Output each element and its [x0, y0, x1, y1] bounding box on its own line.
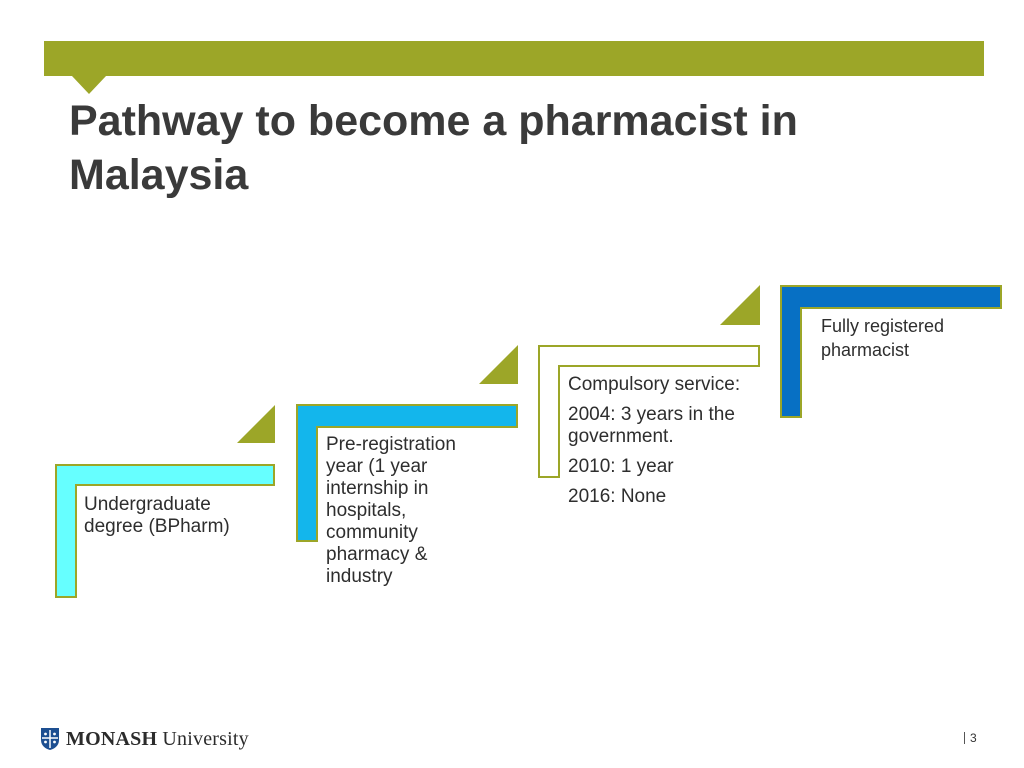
step-text-fully-registered: Fully registered pharmacist — [821, 314, 986, 362]
step-line: 2010: 1 year — [568, 456, 674, 477]
logo-text-regular: University — [157, 727, 249, 750]
monash-crest-icon — [41, 728, 59, 750]
step-arrow-triangle — [720, 285, 760, 325]
step-arrow-triangle — [479, 345, 518, 384]
step-arrow-triangle — [237, 405, 275, 443]
step-text-preregistration: Pre-registration year (1 year internship… — [326, 434, 488, 588]
step-bar-top — [296, 404, 518, 428]
slide-title: Pathway to become a pharmacist in Malays… — [69, 97, 798, 199]
step-bar-side — [296, 426, 318, 542]
monash-logo-text: MONASH University — [66, 728, 249, 751]
step-line: Undergraduate degree (BPharm) — [84, 494, 230, 537]
monash-logo: MONASH University — [40, 724, 249, 754]
step-line: Fully registered pharmacist — [821, 316, 945, 360]
step-bar-top — [780, 285, 1002, 309]
step-bar-side — [55, 484, 77, 598]
step-line: 2016: None — [568, 486, 667, 507]
header-banner — [44, 41, 984, 76]
step-line: Compulsory service: — [568, 374, 741, 395]
step-bar-side — [780, 307, 802, 418]
step-bar-side — [538, 365, 560, 478]
logo-text-bold: MONASH — [66, 727, 158, 750]
step-text-undergraduate: Undergraduate degree (BPharm) — [84, 494, 269, 538]
banner-notch — [72, 76, 106, 94]
step-text-compulsory-service: Compulsory service: 2004: 3 years in the… — [568, 374, 748, 508]
step-bar-top — [55, 464, 275, 486]
step-line: Pre-registration year (1 year internship… — [326, 434, 456, 587]
page-number: 3 — [964, 731, 977, 745]
step-bar-top — [538, 345, 760, 367]
step-line: 2004: 3 years in the government. — [568, 404, 735, 447]
